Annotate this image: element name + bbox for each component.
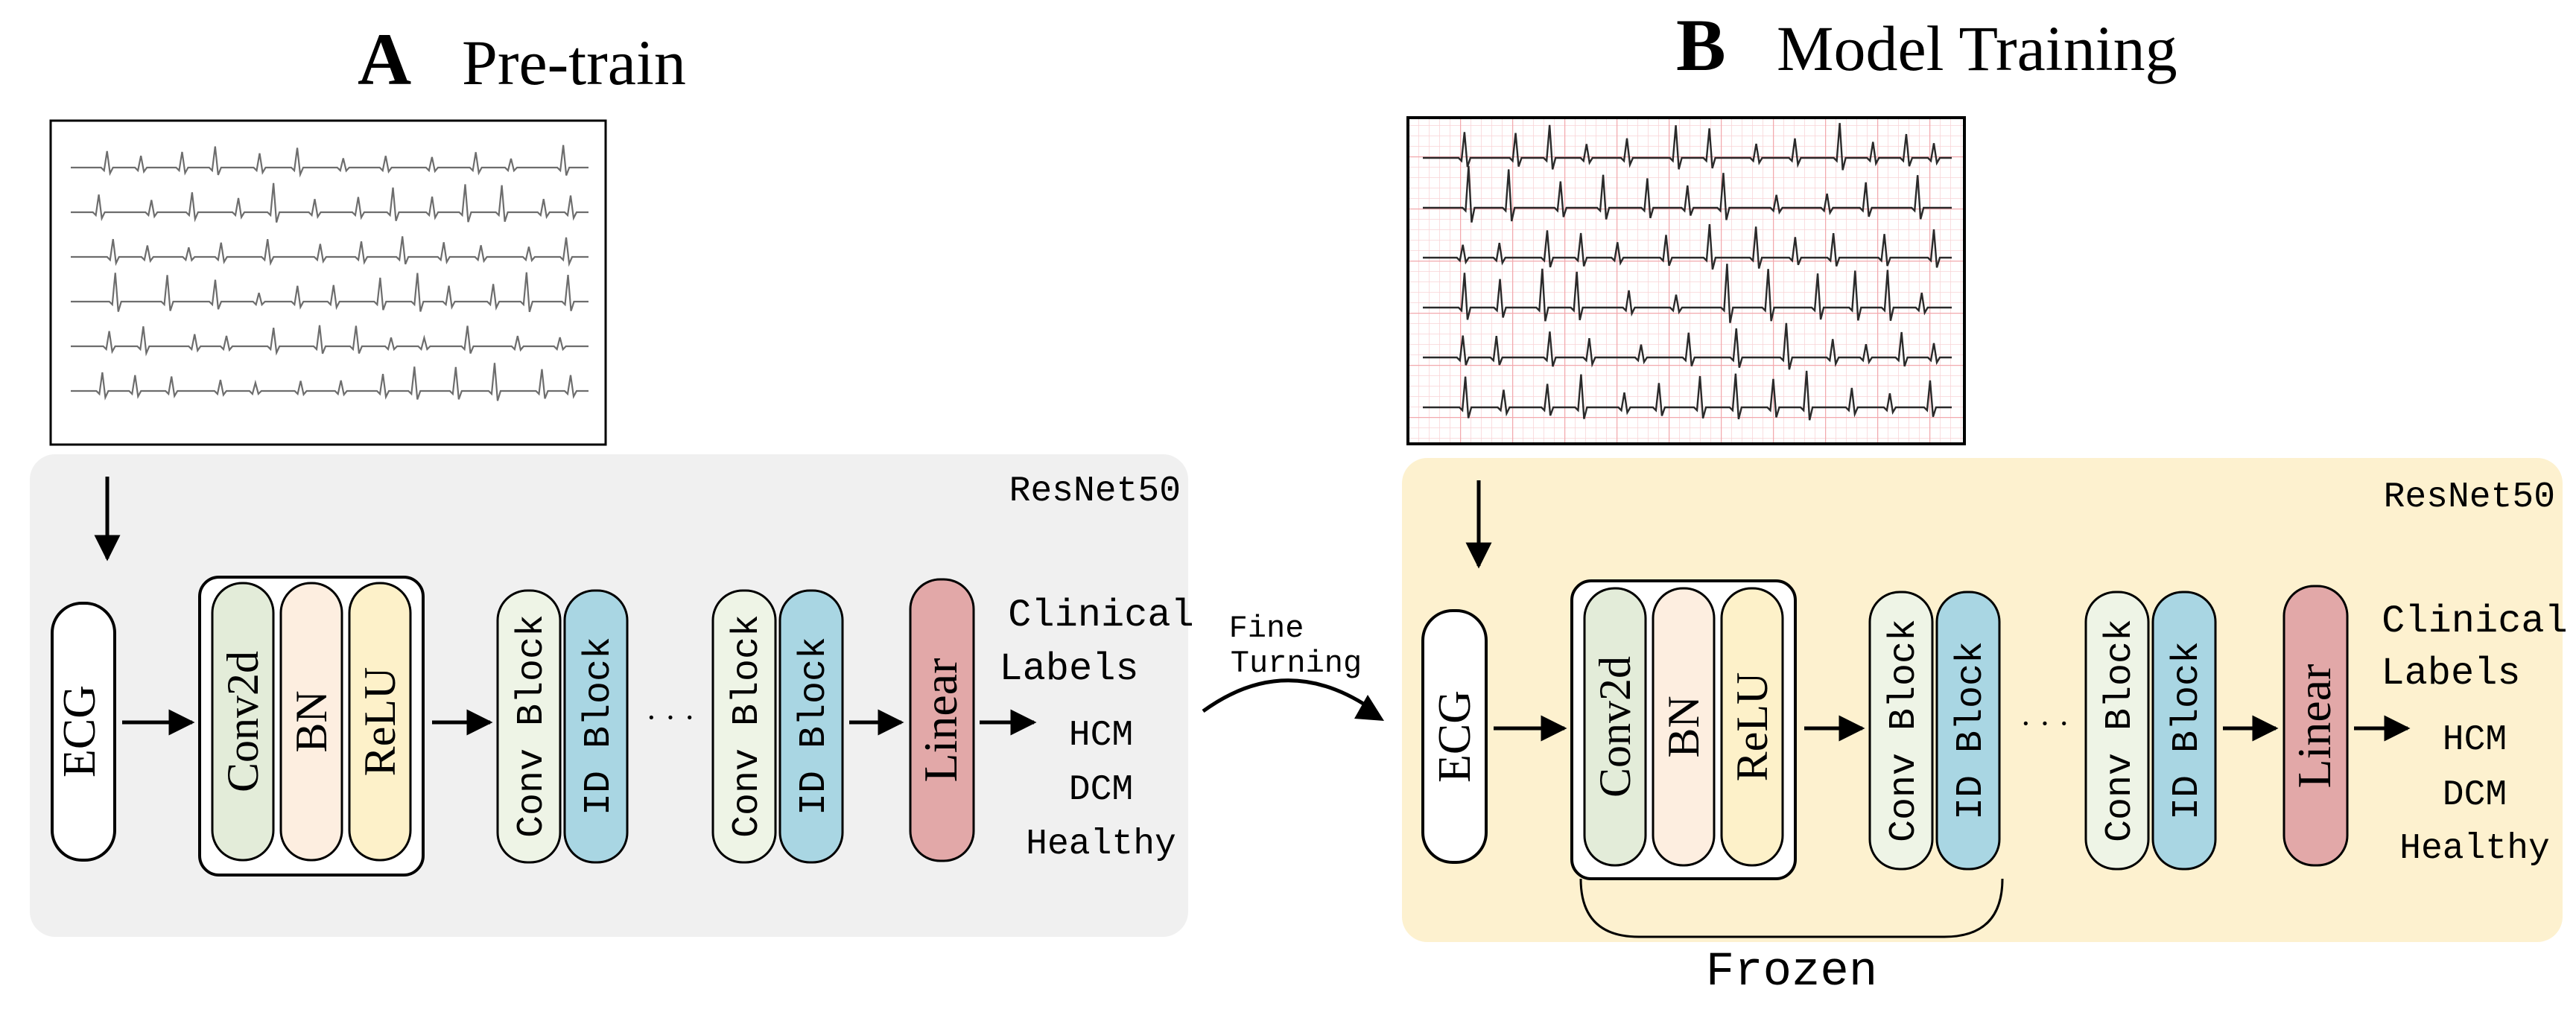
panel-b-output-clinical: Clinical [2382, 599, 2568, 643]
panel-b-conv-block-1-label: Conv Block [1883, 619, 1926, 842]
panel-b-frozen-label: Frozen [1706, 946, 1877, 999]
panel-a-bn-block [279, 582, 343, 862]
panel-b-network-label: ResNet50 [2384, 477, 2555, 518]
panel-a-conv-block-1 [496, 589, 562, 864]
panel-a-ecg-input-label: ECG [54, 685, 105, 777]
ecg-lead-trace [71, 144, 589, 178]
ecg-lead-trace [1423, 165, 1952, 223]
panel-b-id-block-2-label: ID Block [2166, 641, 2209, 820]
panel-a-title: Pre-train [462, 27, 686, 98]
panel-a-relu-label: ReLU [355, 667, 405, 777]
ecg-lead-trace [71, 182, 589, 223]
panel-a-output-hcm: HCM [1069, 716, 1133, 756]
panel-a-conv-block-2 [711, 589, 777, 864]
panel-a-conv2d-label: Conv2d [218, 651, 267, 792]
panel-b-conv-block-1 [1868, 591, 1934, 871]
transfer-label-line1: Fine [1229, 611, 1304, 646]
ecg-lead-trace [1423, 370, 1952, 421]
panel-a-id-block-1 [563, 589, 629, 864]
panel-a-conv-block-2-label: Conv Block [726, 614, 769, 838]
panel-a-output-labels: Labels [999, 647, 1138, 691]
panel-a-ecg-traces [71, 144, 589, 401]
fine-tuning-transfer: Fine Turning [1202, 611, 1384, 721]
panel-b-output-dcm: DCM [2443, 775, 2507, 815]
panel-a-ellipsis: · · · [646, 699, 695, 736]
panel-a-ecg-input-block [51, 602, 116, 862]
panel-a-linear-block [909, 578, 975, 862]
panel-a-id-block-2-label: ID Block [793, 637, 836, 815]
panel-b-output-labels: Labels [2381, 652, 2520, 696]
panel-a-conv-block-1-label: Conv Block [511, 614, 553, 838]
panel-b-frozen-bracket [1579, 878, 2004, 938]
panel-b-conv-block-2 [2084, 591, 2150, 871]
panel-a-relu-block [348, 582, 412, 862]
panel-b-ecg-traces [1423, 123, 1952, 421]
panel-b-ecg-input-block [1421, 609, 1488, 864]
ecg-lead-trace [1423, 123, 1952, 171]
panel-a-linear-label: Linear [914, 658, 967, 783]
panel-b-title: Model Training [1777, 13, 2177, 84]
transfer-arrow-head [1354, 695, 1384, 721]
panel-b: B Model Training ResNet50 ECG Conv2d BN … [1402, 4, 2568, 999]
ecg-lead-trace [1423, 223, 1952, 270]
ecg-lead-trace [1423, 264, 1952, 323]
panel-b-relu-block [1720, 587, 1784, 867]
panel-b-conv2d-block [1583, 587, 1647, 867]
panel-b-ecg-image [1406, 116, 1966, 445]
transfer-curved-arrow [1202, 678, 1371, 713]
panel-a-id-block-1-label: ID Block [578, 637, 621, 815]
panel-b-bn-block [1652, 587, 1716, 867]
panel-b-ellipsis: · · · [2020, 705, 2069, 742]
panel-a-conv2d-block [211, 582, 275, 862]
panel-a-bn-label: BN [287, 690, 336, 752]
panel-b-conv2d-label: Conv2d [1590, 656, 1640, 798]
panel-a-network-label: ResNet50 [1009, 471, 1181, 512]
panel-b-id-block-1 [1935, 591, 2001, 871]
panel-b-bn-label: BN [1659, 696, 1708, 757]
panel-a-id-block-2 [778, 589, 844, 864]
panel-b-id-block-1-label: ID Block [1950, 641, 1993, 820]
panel-a-ecg-image [49, 119, 607, 446]
ecg-lead-trace [71, 325, 589, 357]
ecg-lead-trace [71, 272, 589, 313]
ecg-lead-trace [71, 236, 589, 267]
panel-b-conv-block-2-label: Conv Block [2099, 619, 2142, 842]
panel-b-letter: B [1676, 4, 1726, 86]
panel-b-id-block-2 [2151, 591, 2217, 871]
panel-a-output-healthy: Healthy [1026, 824, 1176, 865]
panel-b-linear-block [2282, 585, 2349, 867]
panel-a-output-clinical: Clinical [1008, 594, 1194, 637]
ecg-lead-trace [1423, 322, 1952, 370]
panel-b-output-healthy: Healthy [2399, 829, 2550, 869]
panel-b-ecg-input-label: ECG [1430, 690, 1480, 783]
panel-b-output-hcm: HCM [2443, 720, 2507, 760]
ecg-lead-trace [71, 363, 589, 401]
panel-a: A Pre-train ResNet50 ECG Conv2d BN ReLU … [30, 18, 1194, 937]
panel-a-output-dcm: DCM [1069, 770, 1133, 810]
panel-b-linear-label: Linear [2288, 664, 2341, 789]
transfer-label-line2: Turning [1231, 646, 1362, 681]
panel-a-letter: A [358, 18, 411, 101]
panel-b-relu-label: ReLU [1728, 672, 1777, 782]
